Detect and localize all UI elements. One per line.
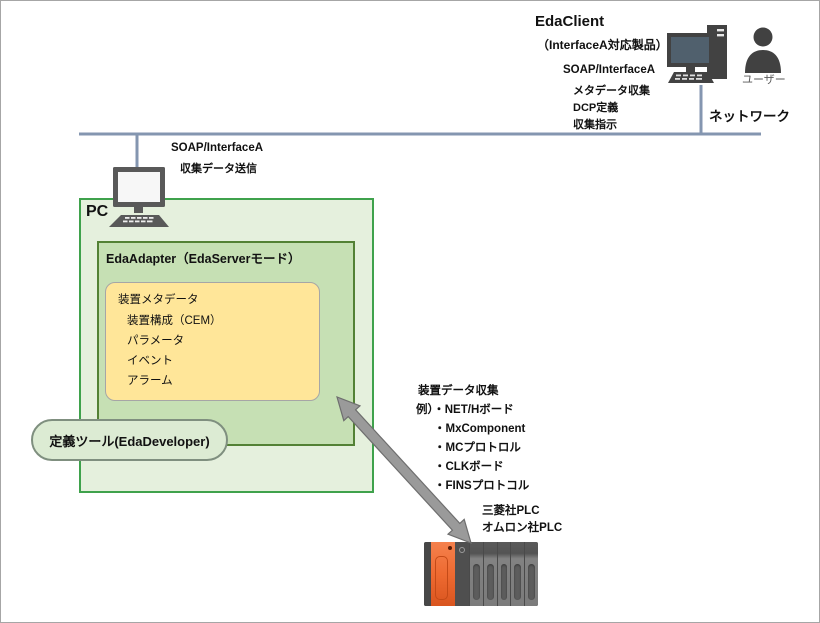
pc-label: PC <box>86 203 109 220</box>
plc-slot <box>528 564 535 600</box>
plc-slot-module <box>510 542 525 606</box>
user-label: ユーザー <box>742 74 786 86</box>
client-action-1: メタデータ収集 <box>573 85 650 97</box>
desktop-computer-icon <box>667 25 727 83</box>
metadata-box <box>105 282 320 401</box>
plc-vendor-label-1: 三菱社PLC <box>482 505 540 517</box>
plc-rack-image <box>424 542 538 606</box>
uplink-action-label: 収集データ送信 <box>180 163 257 175</box>
plc-slot-module <box>469 542 483 606</box>
plc-vendor-label-2: オムロン社PLC <box>482 522 563 534</box>
device-data-line-5: ・FINSプロトコル <box>434 480 530 492</box>
plc-io-led <box>459 547 465 553</box>
device-data-line-1: 例）・NET/Hボード <box>416 404 514 416</box>
definition-tool-bubble: 定義ツール(EdaDeveloper) <box>31 419 228 461</box>
plc-slot-module <box>496 542 511 606</box>
plc-slot <box>500 564 508 600</box>
eda-client-title: EdaClient <box>535 13 605 30</box>
client-protocol-label: SOAP/InterfaceA <box>563 64 656 76</box>
definition-tool-label: 定義ツール(EdaDeveloper) <box>49 433 210 449</box>
monitor-keyboard-icon <box>109 167 169 227</box>
eda-client-subtitle: （InterfaceA対応製品） <box>537 38 668 52</box>
client-action-3: 収集指示 <box>573 119 617 131</box>
metadata-title: 装置メタデータ <box>118 294 199 306</box>
plc-slot <box>473 564 480 600</box>
network-label: ネットワーク <box>709 109 790 124</box>
user-icon <box>745 27 781 73</box>
plc-slot <box>486 564 494 600</box>
device-data-line-4: ・CLKボード <box>434 461 504 473</box>
plc-io-module <box>455 542 469 606</box>
plc-slot-module <box>482 542 497 606</box>
device-data-line-3: ・MCプロトロル <box>434 442 521 454</box>
device-data-line-2: ・MxComponent <box>434 423 526 435</box>
plc-cpu-led <box>448 546 452 550</box>
metadata-item-4: アラーム <box>127 375 173 387</box>
plc-slot-module <box>524 542 538 606</box>
metadata-item-2: パラメータ <box>127 335 185 347</box>
plc-cpu-module <box>431 542 455 606</box>
metadata-item-3: イベント <box>127 355 173 367</box>
eda-adapter-title: EdaAdapter（EdaServerモード） <box>106 252 301 266</box>
plc-slot <box>514 564 522 600</box>
device-data-title: 装置データ収集 <box>418 385 499 397</box>
metadata-item-1: 装置構成（CEM） <box>127 315 222 327</box>
client-action-2: DCP定義 <box>573 102 619 114</box>
plc-cpu-slot <box>435 556 448 600</box>
uplink-protocol-label: SOAP/InterfaceA <box>171 142 264 154</box>
plc-rail <box>424 542 431 606</box>
